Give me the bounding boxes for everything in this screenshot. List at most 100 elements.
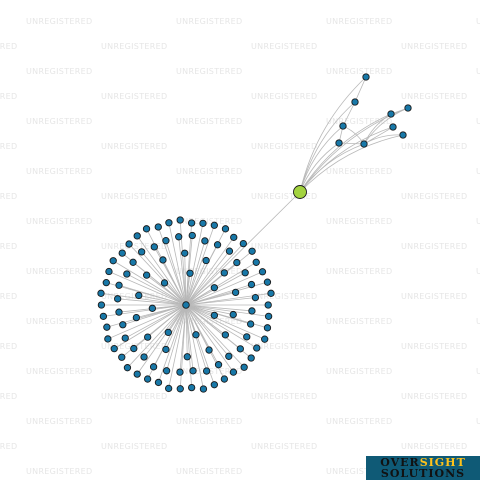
watermark-text: UNREGISTERED <box>0 192 17 201</box>
hub-leaf-node <box>133 232 141 240</box>
watermark-text: UNREGISTERED <box>401 292 467 301</box>
edge-hub-spoke <box>185 292 236 306</box>
hub-leaf-node <box>229 310 237 319</box>
watermark-text: UNREGISTERED <box>401 392 467 401</box>
watermark-text: UNREGISTERED <box>0 442 17 451</box>
hub-leaf-node <box>210 221 218 229</box>
watermark-text: UNREGISTERED <box>476 167 480 176</box>
watermark-text: UNREGISTERED <box>0 242 17 251</box>
watermark-text: UNREGISTERED <box>326 117 392 126</box>
edge-to-upper-node <box>299 101 356 193</box>
watermark-text: UNREGISTERED <box>0 342 17 351</box>
edge-to-upper-node <box>299 125 344 193</box>
watermark-text: UNREGISTERED <box>401 192 467 201</box>
hub-leaf-node <box>221 225 230 233</box>
edge-hub-spoke <box>185 243 244 306</box>
watermark-text: UNREGISTERED <box>26 67 92 76</box>
watermark-text: UNREGISTERED <box>26 467 92 476</box>
edge-hub-spoke <box>141 251 187 306</box>
watermark-text: UNREGISTERED <box>251 192 317 201</box>
oversight-solutions-logo: OVERSIGHT SOLUTIONS <box>366 456 480 480</box>
hub-leaf-node <box>142 225 151 233</box>
hub-leaf-node <box>99 312 108 321</box>
watermark-text: UNREGISTERED <box>176 267 242 276</box>
hub-leaf-node <box>241 269 249 277</box>
hub-leaf-node <box>114 295 122 303</box>
hub-leaf-node <box>225 352 233 360</box>
watermark-text: UNREGISTERED <box>26 417 92 426</box>
edge-hub-spoke <box>100 292 187 306</box>
edge-hub-spoke <box>185 244 218 306</box>
watermark-text: UNREGISTERED <box>101 92 167 101</box>
edge-hub-spoke <box>136 304 187 318</box>
edge-hub-spoke <box>185 304 251 325</box>
hub-leaf-node <box>267 289 275 297</box>
watermark-text: UNREGISTERED <box>476 67 480 76</box>
edge-upper-link <box>363 107 409 145</box>
hub-leaf-node <box>192 331 200 339</box>
hub-leaf-node <box>263 278 272 286</box>
hub-leaf-node <box>133 370 141 378</box>
upper-node <box>360 140 368 148</box>
edge-hub-spoke <box>185 304 252 312</box>
edge-hub-spoke <box>185 304 269 317</box>
watermark-text: UNREGISTERED <box>401 342 467 351</box>
watermark-text: UNREGISTERED <box>326 467 392 476</box>
hub-leaf-node <box>240 363 248 371</box>
watermark-text: UNREGISTERED <box>176 67 242 76</box>
edge-hub-spoke <box>112 260 187 306</box>
edge-hub-spoke <box>185 304 188 357</box>
hub-leaf-node <box>154 378 163 387</box>
edge-hub-spoke <box>185 304 257 349</box>
edge-hub-spoke <box>185 284 252 306</box>
hub-leaf-node <box>248 247 256 255</box>
watermark-text: UNREGISTERED <box>26 217 92 226</box>
edges-group <box>100 76 409 390</box>
hub-leaf-node <box>247 320 255 328</box>
watermark-text: UNREGISTERED <box>176 417 242 426</box>
watermark-text: UNREGISTERED <box>401 42 467 51</box>
edge-hub-spoke <box>185 287 215 306</box>
edge-hub-spoke <box>185 250 230 306</box>
watermark-text: UNREGISTERED <box>476 367 480 376</box>
edge-hub-spoke <box>168 222 187 306</box>
hub-leaf-node <box>103 323 111 331</box>
watermark-text: UNREGISTERED <box>26 117 92 126</box>
watermark-text: UNREGISTERED <box>26 267 92 276</box>
hub-leaf-node <box>214 361 223 369</box>
hub-leaf-node <box>104 335 112 343</box>
edge-hub-spoke <box>185 304 265 340</box>
edge-hub-spoke <box>118 284 187 306</box>
hub-leaf-node <box>188 231 196 240</box>
hub-leaf-node <box>213 241 222 249</box>
watermark-text: UNREGISTERED <box>401 142 467 151</box>
hub-leaf-node <box>264 312 273 321</box>
hub-leaf-node <box>221 331 230 339</box>
edge-hub-spoke <box>185 297 256 306</box>
watermark-text: UNREGISTERED <box>326 367 392 376</box>
edge-upper-link <box>342 101 356 127</box>
watermark-text: UNREGISTERED <box>326 67 392 76</box>
edge-to-upper-node <box>299 134 404 193</box>
hub-leaf-node <box>97 289 105 297</box>
hub-leaf-node <box>119 321 127 329</box>
edge-to-upper-node <box>299 76 367 193</box>
edge-hub-spoke <box>164 282 187 306</box>
hub-leaf-node <box>176 216 184 224</box>
watermark-text: UNREGISTERED <box>26 367 92 376</box>
edge-hub-spoke <box>107 304 187 340</box>
hub-leaf-node <box>150 243 158 251</box>
hub-leaf-node <box>210 311 219 320</box>
upper-node <box>335 139 343 147</box>
upper-node <box>339 122 347 130</box>
edge-hub-spoke <box>147 304 187 338</box>
upper-node <box>389 123 397 131</box>
watermark-text: UNREGISTERED <box>326 167 392 176</box>
edge-hub-spoke <box>126 273 187 306</box>
hub-leaf-node <box>225 247 234 255</box>
hub-leaf-node <box>102 279 110 287</box>
hub-leaf-node <box>125 240 133 248</box>
watermark-text: UNREGISTERED <box>401 242 467 251</box>
watermark-text: UNREGISTERED <box>251 242 317 251</box>
